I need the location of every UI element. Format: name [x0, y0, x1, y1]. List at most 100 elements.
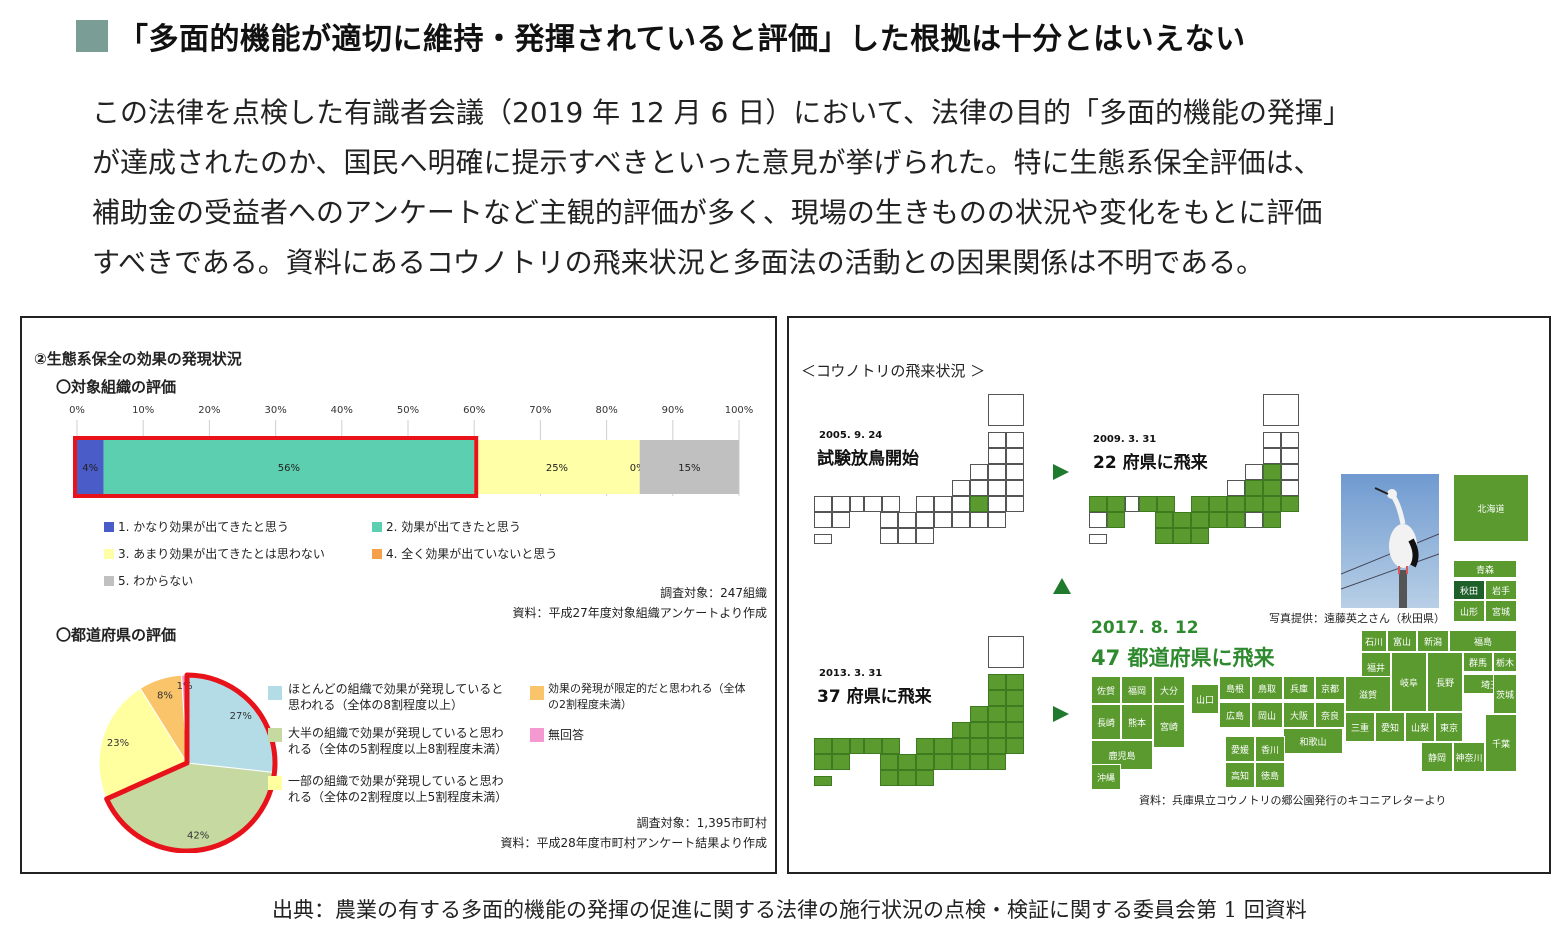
stage3-label: 37 府県に飛来	[817, 687, 932, 707]
map-cell	[970, 738, 988, 754]
map-source: 資料：兵庫県立コウノトリの郷公園発行のキコニアレターより	[1139, 794, 1447, 807]
map-cell	[970, 480, 988, 496]
prefecture-cell: 鳥取	[1251, 676, 1283, 700]
bar-segment	[77, 440, 104, 494]
prefecture-cell: 三重	[1345, 712, 1375, 742]
prefecture-cell: 山梨	[1405, 712, 1435, 742]
map-cell	[916, 528, 934, 544]
legend-swatch	[372, 522, 382, 532]
map-cell	[970, 512, 988, 528]
map-cell	[882, 738, 900, 754]
prefecture-cell: 香川	[1255, 736, 1285, 762]
legend-swatch	[104, 576, 114, 586]
prefecture-cell: 大阪	[1283, 702, 1315, 728]
prefecture-cell: 愛媛	[1225, 736, 1255, 762]
map-cell	[1263, 464, 1281, 480]
map-cell	[1227, 480, 1245, 496]
legend-label: 2. 効果が出てきたと思う	[386, 520, 521, 534]
map-cell	[1006, 738, 1024, 754]
prefecture-cell: 栃木	[1493, 652, 1517, 672]
bar-axis-tick: 50%	[396, 405, 420, 416]
legend-swatch	[530, 686, 544, 700]
prefecture-cell: 京都	[1315, 676, 1345, 700]
intro-line: 補助金の受益者へのアンケートなど主観的評価が多く、現場の生きものの状況や変化をも…	[92, 196, 1323, 229]
bar-axis-tick: 100%	[724, 405, 754, 416]
bar-data-label: 56%	[278, 463, 300, 474]
map-cell	[1281, 432, 1299, 448]
prefecture-cell: 富山	[1387, 630, 1417, 652]
map-cell	[864, 496, 882, 512]
prefecture-cell: 福岡	[1121, 676, 1153, 704]
legend-swatch	[268, 776, 282, 790]
map-cell	[988, 480, 1006, 496]
stage2-date: 2009. 3. 31	[1093, 434, 1157, 445]
heading-square-icon	[76, 20, 108, 52]
photo-credit: 写真提供：遠藤英之さん（秋田県）	[1269, 612, 1445, 625]
map-cell	[1006, 674, 1024, 690]
bar-axis-tick: 60%	[463, 405, 486, 416]
prefecture-cell: 熊本	[1121, 704, 1153, 740]
map-cell	[1006, 464, 1024, 480]
bar-axis-tick: 90%	[661, 405, 684, 416]
survey-panel: ②生態系保全の効果の発現状況 〇対象組織の評価 0%10%20%30%40%50…	[20, 316, 777, 874]
intro-line: が達成されたのか、国民へ明確に提示すべきといった意見が挙げられた。特に生態系保全…	[92, 146, 1322, 179]
pie-slice	[186, 674, 276, 774]
prefecture-cell: 兵庫	[1283, 676, 1315, 700]
prefecture-cell: 長崎	[1091, 704, 1121, 740]
prefecture-cell: 岐阜	[1391, 652, 1427, 712]
map-cell	[1107, 496, 1125, 512]
map-cell	[1245, 480, 1263, 496]
prefecture-cell: 山形	[1453, 600, 1485, 622]
prefecture-cell: 大分	[1153, 676, 1185, 704]
pie-data-label: 8%	[157, 690, 173, 701]
prefecture-cell: 石川	[1361, 630, 1387, 652]
legend-label: の2割程度未満）	[548, 698, 632, 711]
prefecture-cell: 群馬	[1463, 652, 1493, 672]
map-cell	[898, 512, 916, 528]
bar-axis-tick: 10%	[132, 405, 155, 416]
prefecture-cell: 長野	[1427, 652, 1463, 712]
map-cell	[988, 754, 1006, 770]
bar-axis-tick: 20%	[198, 405, 221, 416]
pie-note-source: 資料：平成28年度市町村アンケート結果より作成	[500, 836, 767, 850]
stacked-bar-chart: 4%56%25%0%15%	[73, 420, 740, 498]
map-cell	[1281, 496, 1299, 512]
legend-swatch	[104, 522, 114, 532]
page-title: 「多面的機能が適切に維持・発揮されていると評価」した根拠は十分とはいえない	[118, 22, 1246, 57]
map-cell	[1263, 512, 1281, 528]
map-cell	[1006, 722, 1024, 738]
prefecture-cell: 沖縄	[1091, 764, 1121, 790]
map-cell	[952, 722, 970, 738]
map-cell	[814, 754, 832, 770]
prefecture-cell: 滋賀	[1345, 676, 1391, 712]
bar-axis-tick: 0%	[69, 405, 85, 416]
map-cell	[1107, 512, 1125, 528]
legend-swatch	[268, 728, 282, 742]
stork-panel: ＜コウノトリの飛来状況 ＞ 2005. 9. 24 試験放鳥開始 2009. 3…	[787, 316, 1551, 874]
map-cell	[880, 528, 898, 544]
prefecture-cell: 広島	[1219, 702, 1251, 728]
map-cell	[916, 754, 934, 770]
bar-highlight	[73, 436, 479, 498]
intro-line: すべきである。資料にあるコウノトリの飛来状況と多面法の活動との因果関係は不明であ…	[92, 246, 1265, 279]
pie-highlight	[104, 672, 278, 853]
pie-data-label: 27%	[230, 711, 252, 722]
map-cell	[952, 754, 970, 770]
map-cell	[1281, 480, 1299, 496]
prefecture-cell: 秋田	[1453, 580, 1485, 600]
prefecture-cell: 岩手	[1485, 580, 1517, 600]
heading-bar: 「多面的機能が適切に維持・発揮されていると評価」した根拠は十分とはいえない	[76, 14, 1246, 58]
map-cell	[916, 496, 934, 512]
map-cell	[970, 722, 988, 738]
arrow-right-icon	[1053, 464, 1069, 480]
map-cell	[1125, 496, 1139, 512]
map-cell	[988, 722, 1006, 738]
bar-axis-tick: 40%	[330, 405, 353, 416]
prefecture-cell: 和歌山	[1283, 728, 1343, 754]
legend-label: 5. わからない	[118, 574, 194, 588]
map-cell	[1006, 690, 1024, 706]
map-cell	[832, 754, 850, 770]
map-cell	[934, 754, 952, 770]
prefecture-cell: 千葉	[1485, 714, 1517, 772]
map-cell	[1157, 496, 1175, 512]
